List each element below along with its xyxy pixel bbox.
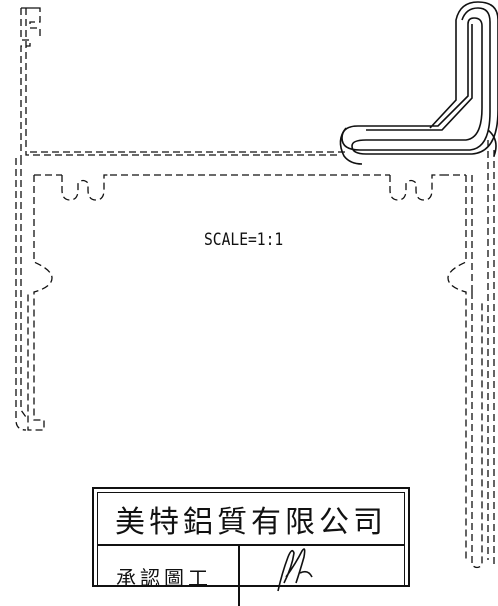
title-block-inner: 美特鋁質有限公司 承認圖工 — [97, 492, 405, 606]
right-lower-wall — [447, 175, 473, 560]
signature-mark — [277, 548, 313, 592]
title-block: 美特鋁質有限公司 承認圖工 — [92, 487, 410, 606]
approval-label: 承認圖工 — [98, 546, 240, 606]
technical-drawing — [15, 1, 498, 569]
right-post — [471, 140, 495, 569]
company-name: 美特鋁質有限公司 — [98, 493, 404, 546]
left-foot — [15, 158, 27, 431]
seal-profile — [341, 1, 498, 155]
left-profile-outline — [20, 7, 340, 158]
seal-curl — [339, 127, 363, 165]
seal-inner — [366, 24, 473, 131]
right-notch-1 — [389, 174, 442, 201]
left-notch-1 — [61, 174, 110, 201]
left-lower-wall — [20, 158, 53, 431]
scale-label: SCALE=1:1 — [204, 230, 284, 250]
seal-right-curl — [487, 129, 497, 157]
